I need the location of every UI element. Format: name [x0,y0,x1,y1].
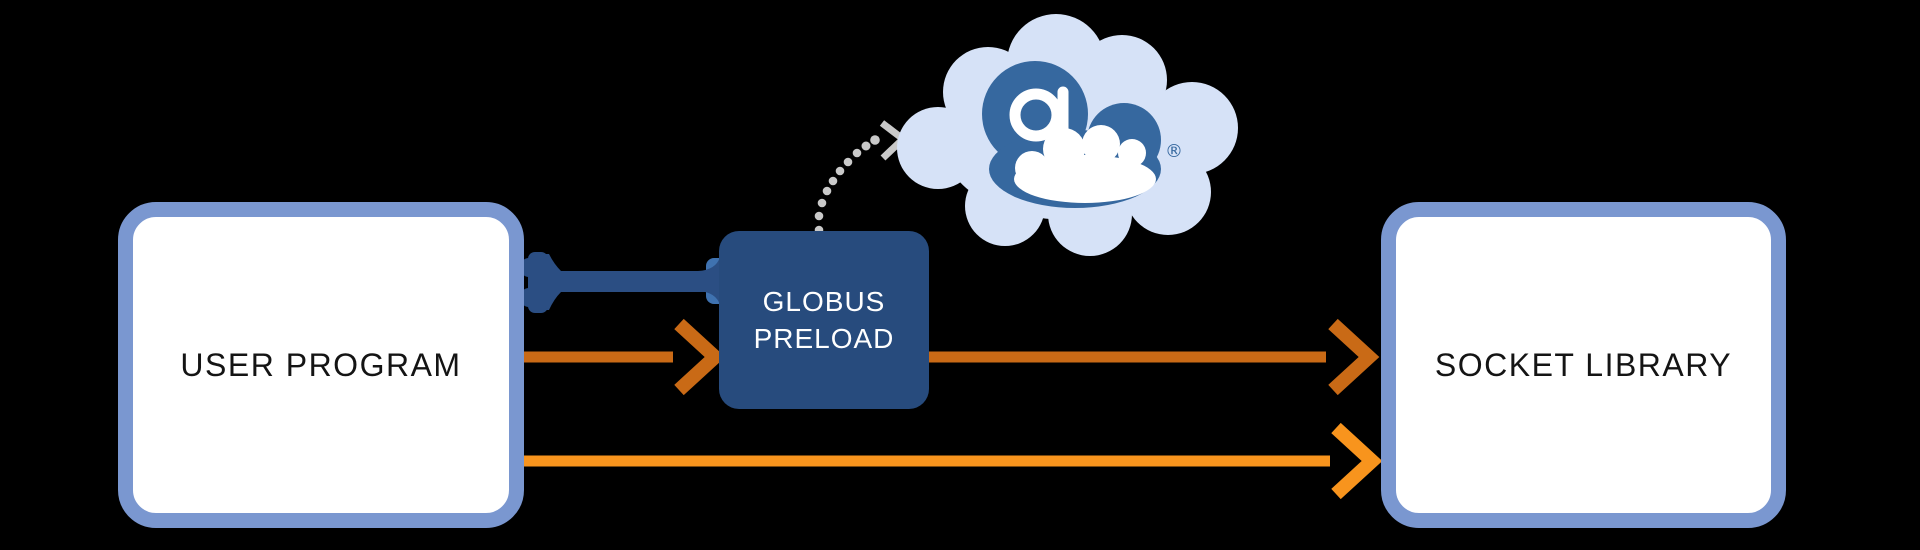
dot [843,157,853,167]
bypass-arrow-shaft [523,455,1330,467]
intercept-arrow-right-head-icon [1328,318,1380,396]
intercept-arrow-left-head-icon [674,318,726,396]
plug-cable-icon [557,271,727,292]
dot [852,148,862,158]
node-globus-preload: GLOBUS PRELOAD [719,231,929,409]
dot [817,198,827,208]
intercept-arrow-left [523,318,726,396]
plug-cable-connector [520,252,728,313]
dot [835,166,845,176]
dot [870,135,880,145]
registered-mark: ® [1165,141,1183,162]
globus-cloud-logo: ® [897,14,1238,256]
node-user-program-label: USER PROGRAM [180,346,462,383]
intercept-arrow-right [928,318,1380,396]
bypass-arrow [523,422,1383,500]
node-socket-library: SOCKET LIBRARY [1381,202,1786,528]
dot [828,176,838,186]
dot [814,211,824,221]
intercept-arrow-left-shaft [523,351,673,363]
cloud-white-icon [1014,125,1156,203]
intercept-arrow-right-shaft [928,351,1326,363]
bypass-arrow-head-icon [1331,422,1383,500]
node-socket-library-label: SOCKET LIBRARY [1434,346,1733,383]
dot [822,186,832,196]
node-user-program: USER PROGRAM [118,202,524,528]
dotted-arrow-to-cloud [814,120,909,235]
dot [861,141,871,151]
plug-body-icon [528,252,548,313]
plug-taper-icon [544,254,561,310]
node-globus-preload-label: GLOBUS PRELOAD [753,286,895,354]
